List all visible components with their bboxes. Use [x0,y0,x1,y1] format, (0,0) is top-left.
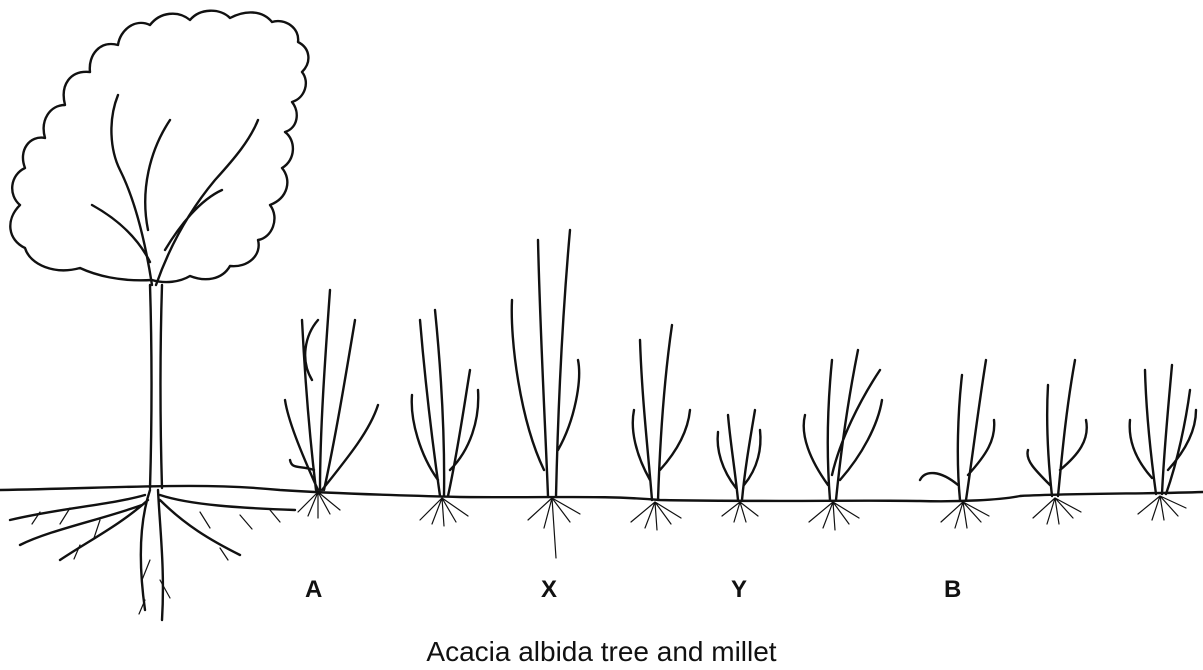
millet-plant-2 [412,310,479,526]
millet-plant-b [920,360,994,528]
label-a: A [305,576,322,604]
millet-plant-6 [804,350,882,530]
acacia-albida-tree [10,11,308,620]
tree-canopy [10,11,308,282]
tree-root-hairs [32,508,280,614]
millet-plants [285,230,1196,558]
ground-line [0,486,1203,501]
label-y: Y [731,576,747,604]
millet-plant-1 [285,290,378,518]
label-b: B [944,576,961,604]
diagram-caption: Acacia albida tree and millet [0,636,1203,668]
millet-plant-9 [1130,365,1196,520]
tree-branches [92,95,258,285]
tree-trunk [150,285,162,488]
tree-roots [10,490,295,620]
label-x: X [541,576,557,604]
millet-plant-8 [1027,360,1086,524]
millet-plant-x [512,230,580,558]
millet-plant-y [718,410,761,522]
